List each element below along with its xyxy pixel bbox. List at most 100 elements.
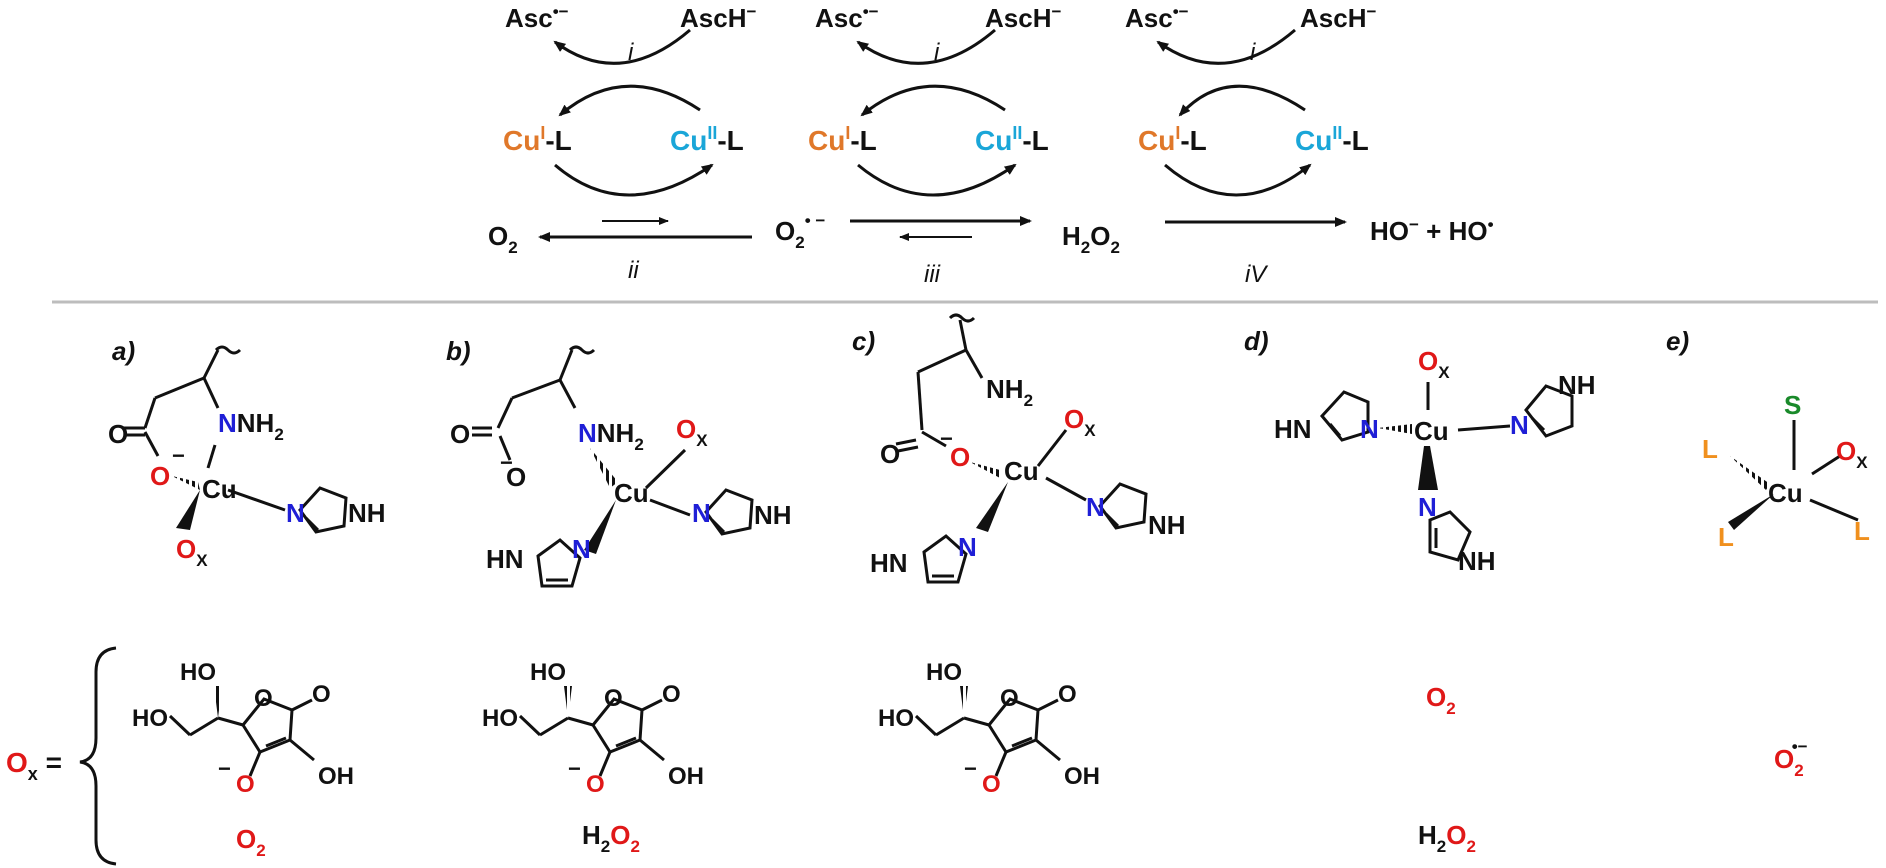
imidazole-nh: NH <box>1148 510 1186 540</box>
panel-a-label: a) <box>112 336 135 366</box>
copper-center: Cu <box>614 478 649 508</box>
cycle-1: Asc•− AscH− i CuI-L CuII-L <box>503 2 756 197</box>
carboxylate-oxygen: O <box>506 462 526 492</box>
panel-c-structure: c) O O − NH2 Cu OX N NH HN <box>852 313 1186 584</box>
imidazole-n: N <box>958 532 977 562</box>
ligand-l: L <box>1702 434 1718 464</box>
panel-e-structure: e) S Cu OX L L L <box>1666 326 1870 552</box>
panel-e-label: e) <box>1666 326 1689 356</box>
imidazole-nh: NH <box>1458 546 1496 576</box>
step-i-label: i <box>1250 39 1256 66</box>
panel-b-label: b) <box>446 336 471 366</box>
ox-ligand: OX <box>176 534 208 570</box>
copper-center: Cu <box>1004 456 1039 486</box>
hashed-bond <box>1378 424 1412 434</box>
imidazole-nh: NH <box>1558 370 1596 400</box>
svg-text:−: − <box>964 756 977 781</box>
cycle-3: Asc•− AscH− i CuI-L CuII-L <box>1125 2 1376 197</box>
o2-label: O2 <box>1426 682 1456 718</box>
superoxide-label: O2•− <box>1774 737 1808 780</box>
svg-text:HO: HO <box>132 705 168 732</box>
imidazole-n: N <box>572 534 591 564</box>
cu2-ligand-label: CuII-L <box>670 123 744 156</box>
minus-charge: − <box>172 443 185 468</box>
asc-radical-label: Asc•− <box>815 2 879 33</box>
carbonyl-oxygen: O <box>880 439 900 469</box>
imidazole-hn: HN <box>486 544 524 574</box>
step-i-label: i <box>628 39 634 66</box>
imidazole-ring-bottom <box>1428 510 1472 562</box>
wedge-bond <box>584 500 616 554</box>
panel-b-structure: b) O O − NNH2 Cu OX N NH H <box>446 336 792 588</box>
svg-text:HO: HO <box>530 659 566 686</box>
reaction-arrows <box>538 216 1347 242</box>
h2o2-species-label: H2O2 <box>1062 221 1120 257</box>
svg-text:O: O <box>254 685 273 712</box>
imidazole-ring-2 <box>536 538 582 588</box>
cu1-ligand-label: CuI-L <box>808 123 877 156</box>
svg-text:O: O <box>982 771 1001 798</box>
hashed-bond <box>970 462 1000 478</box>
superoxide-species-label: O2• − <box>775 211 825 252</box>
cu1-ligand-label: CuI-L <box>503 123 572 156</box>
redox-cycle-scheme: Asc•− AscH− i CuI-L CuII-L Asc•− AscH− i… <box>488 2 1494 288</box>
copper-center: Cu <box>1768 478 1803 508</box>
step-iii-label: iii <box>924 261 941 288</box>
carbonyl-oxygen: O <box>450 419 470 449</box>
ligand-l: L <box>1718 522 1734 552</box>
amine-nh2: NH2 <box>986 374 1033 410</box>
h2o2-label: H2O2 <box>582 820 640 856</box>
imidazole-n: N <box>1418 492 1437 522</box>
imidazole-nh: NH <box>348 498 386 528</box>
ox-ligand: OX <box>1064 404 1096 440</box>
imidazole-ring-right <box>1524 384 1574 438</box>
step-ii-label: ii <box>628 257 639 284</box>
svg-text:O: O <box>586 771 605 798</box>
imidazole-ring <box>298 486 348 534</box>
copper-center: Cu <box>1414 416 1449 446</box>
svg-text:HO: HO <box>926 659 962 686</box>
svg-text:O: O <box>312 681 331 708</box>
panel-a-structure: a) O O − NNH2 Cu OX N NH <box>108 336 386 570</box>
imidazole-ring-1 <box>704 488 754 536</box>
ascorbate-structure-1: HO HO O O OH O − O2 <box>132 659 354 860</box>
imidazole-n: N <box>1510 410 1529 440</box>
panel-d-bonds <box>1426 382 1511 432</box>
panel-c-label: c) <box>852 326 875 356</box>
ligand-l: L <box>1854 516 1870 546</box>
asch-label: AscH− <box>680 2 756 33</box>
panel-d-label: d) <box>1244 326 1269 356</box>
svg-text:HO: HO <box>482 705 518 732</box>
panel-c-bonds <box>895 313 1087 502</box>
svg-text:OH: OH <box>668 763 704 790</box>
hashed-bond <box>172 476 200 490</box>
imidazole-ring-2 <box>922 534 968 584</box>
cycle-2: Asc•− AscH− i CuI-L CuII-L <box>808 2 1061 197</box>
minus-charge: − <box>500 450 513 475</box>
imidazole-hn: HN <box>870 548 908 578</box>
ox-legend: Ox = HO HO O O OH O − O2 <box>6 646 1808 866</box>
ox-ligand: OX <box>1418 346 1450 382</box>
svg-text:OH: OH <box>318 763 354 790</box>
amine-nh2: NNH2 <box>218 408 284 444</box>
asc-radical-label: Asc•− <box>1125 2 1189 33</box>
cycle-2-arcs <box>856 28 1017 197</box>
carbonyl-oxygen: O <box>108 419 128 449</box>
panel-d-structure: d) OX Cu HN N N NH N NH <box>1244 326 1596 576</box>
wedge-bond <box>1418 446 1438 490</box>
svg-text:O: O <box>1000 685 1019 712</box>
hashed-bond <box>1730 456 1770 490</box>
imidazole-n: N <box>286 498 305 528</box>
imidazole-n: N <box>1086 492 1105 522</box>
svg-text:HO: HO <box>878 705 914 732</box>
panel-a-bonds <box>124 345 286 512</box>
ascorbate-structure-2: HO HO O O OH O − H2O2 <box>482 659 704 856</box>
carboxylate-oxygen: O <box>150 461 170 491</box>
panel-b-bonds <box>472 345 691 517</box>
imidazole-ring-left <box>1320 390 1370 442</box>
step-iv-label: iV <box>1245 261 1268 288</box>
hashed-bond <box>590 448 618 488</box>
asch-label: AscH− <box>1300 2 1376 33</box>
copper-center: Cu <box>202 474 237 504</box>
imidazole-hn: HN <box>1274 414 1312 444</box>
